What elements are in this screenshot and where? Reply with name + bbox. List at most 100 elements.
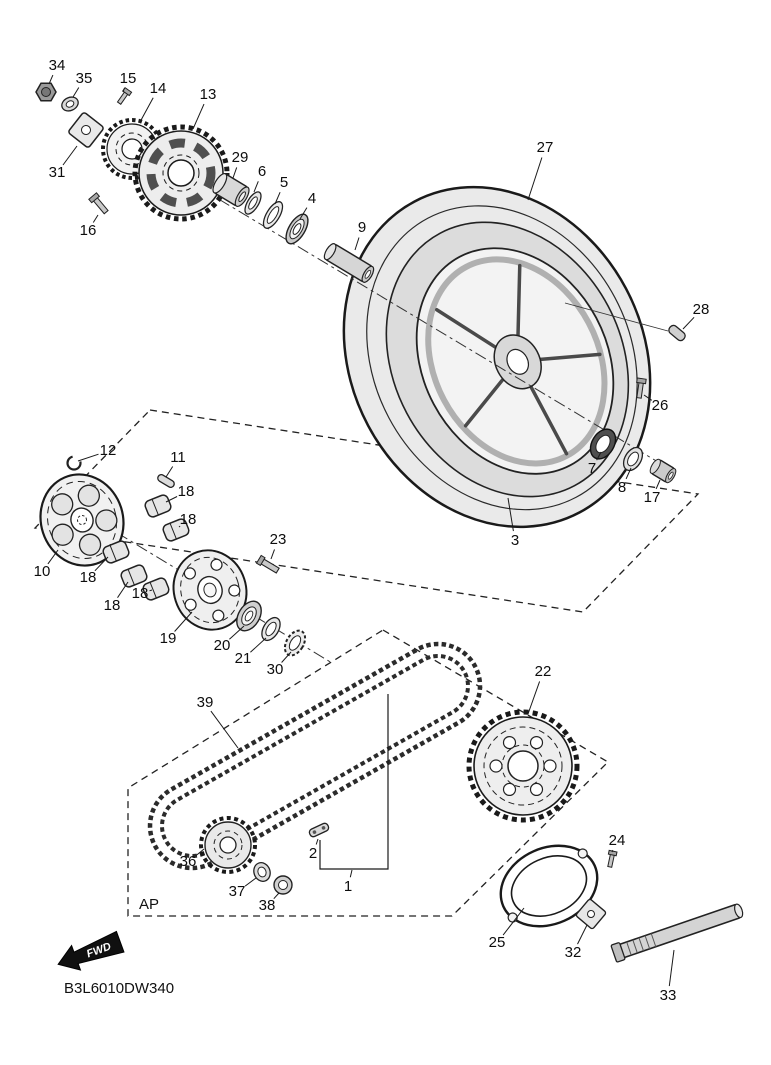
leader-line-17 bbox=[655, 479, 661, 490]
leader-line-29 bbox=[232, 167, 238, 179]
part-label-22: 22 bbox=[527, 663, 552, 715]
part-number-text: 25 bbox=[489, 934, 506, 951]
part-number-text: 12 bbox=[100, 442, 117, 459]
part-number-text: 14 bbox=[150, 80, 167, 97]
part-12-clip bbox=[66, 455, 82, 471]
part-number-text: 7 bbox=[588, 460, 596, 477]
leader-line-8 bbox=[625, 467, 632, 480]
part-8-seal bbox=[622, 446, 644, 472]
part-16-bolt bbox=[88, 192, 109, 215]
part-label-2: 2 bbox=[309, 838, 319, 862]
part-10-cush-drive-hub bbox=[39, 473, 125, 567]
part-23-bolt bbox=[255, 554, 280, 574]
part-number-text: 13 bbox=[200, 86, 217, 103]
part-number-text: 30 bbox=[267, 661, 284, 678]
leader-line-20 bbox=[229, 625, 245, 640]
fwd-arrow: FWD bbox=[57, 930, 125, 971]
leader-line-27 bbox=[527, 157, 543, 201]
part-21-seal bbox=[261, 616, 281, 642]
part-26-bolt bbox=[636, 377, 647, 399]
part-17-collar bbox=[649, 458, 677, 484]
leader-line-12 bbox=[77, 453, 99, 462]
part-number-text: 36 bbox=[180, 853, 197, 870]
part-label-11: 11 bbox=[165, 449, 186, 478]
part-number-text: 37 bbox=[229, 883, 246, 900]
part-31-plate bbox=[68, 112, 104, 148]
part-number-text: 24 bbox=[609, 832, 626, 849]
part-number-text: 27 bbox=[537, 139, 554, 156]
part-label-5: 5 bbox=[274, 174, 288, 205]
part-3-wheel bbox=[415, 247, 615, 475]
part-label-36: 36 bbox=[180, 848, 205, 870]
part-number-text: 18 bbox=[178, 483, 195, 500]
part-label-31: 31 bbox=[49, 145, 78, 181]
part-number-text: 31 bbox=[49, 164, 66, 181]
leader-line-37 bbox=[244, 877, 257, 887]
leader-line-34 bbox=[48, 74, 54, 85]
leader-line-30 bbox=[281, 651, 292, 663]
part-number-text: 22 bbox=[535, 663, 552, 680]
leader-line-21 bbox=[250, 637, 267, 653]
leader-line-39 bbox=[210, 710, 239, 749]
part-number-text: 28 bbox=[693, 301, 710, 318]
part-18-damper bbox=[120, 564, 148, 588]
part-number-text: 8 bbox=[618, 479, 626, 496]
part-35-washer bbox=[61, 96, 79, 112]
leader-line-22 bbox=[527, 681, 541, 715]
leader-line-3 bbox=[507, 497, 514, 532]
leader-line-18 bbox=[94, 556, 109, 572]
leader-line-5 bbox=[274, 192, 281, 205]
part-label-20: 20 bbox=[214, 625, 245, 654]
part-number-text: 21 bbox=[235, 650, 252, 667]
part-18-damper bbox=[144, 494, 172, 518]
part-number-text: 15 bbox=[120, 70, 137, 87]
leader-line-15 bbox=[122, 88, 125, 93]
part-label-13: 13 bbox=[192, 86, 217, 130]
part-4-bearing bbox=[285, 213, 309, 245]
part-6-washer bbox=[244, 191, 262, 215]
part-28-reference-line bbox=[564, 302, 669, 332]
part-label-9: 9 bbox=[354, 219, 366, 251]
part-29-collar bbox=[212, 172, 250, 208]
part-label-10: 10 bbox=[34, 549, 59, 580]
part-label-37: 37 bbox=[229, 877, 257, 900]
part-number-text: 34 bbox=[49, 57, 66, 74]
leader-line-11 bbox=[165, 466, 174, 478]
part-number-text: 33 bbox=[660, 987, 677, 1004]
leader-line-38 bbox=[273, 892, 280, 900]
part-label-18: 18 bbox=[104, 581, 129, 614]
part-7-bearing bbox=[589, 428, 617, 460]
leader-line-7 bbox=[596, 451, 602, 461]
part-34-nut bbox=[35, 82, 57, 102]
part-number-text: 18 bbox=[80, 569, 97, 586]
fwd-arrow-icon bbox=[57, 930, 125, 971]
part-13-sprocket bbox=[132, 124, 230, 222]
rear-wheel-assembly bbox=[342, 185, 652, 529]
part-number-text: 38 bbox=[259, 897, 276, 914]
leader-line-9 bbox=[354, 237, 360, 251]
part-20-bearing bbox=[236, 600, 262, 632]
axle-centerline bbox=[139, 151, 669, 469]
leader-line-16 bbox=[92, 214, 99, 223]
part-1-bracket bbox=[319, 694, 389, 870]
part-number-text: 4 bbox=[308, 190, 316, 207]
leader-line-33 bbox=[668, 949, 675, 987]
part-38-nut bbox=[273, 875, 293, 895]
part-label-26: 26 bbox=[643, 394, 668, 414]
part-label-35: 35 bbox=[72, 70, 92, 98]
part-label-25: 25 bbox=[489, 907, 525, 951]
part-2-chain-joint bbox=[308, 822, 330, 838]
part-number-text: 11 bbox=[170, 449, 186, 466]
part-label-34: 34 bbox=[48, 57, 66, 85]
part-22-rear-sprocket bbox=[466, 709, 580, 823]
part-24-bolt bbox=[607, 849, 618, 868]
leader-line-24 bbox=[611, 849, 614, 853]
leader-line-28 bbox=[682, 316, 695, 330]
part-number-text: 20 bbox=[214, 637, 231, 654]
leader-line-18 bbox=[149, 589, 153, 592]
part-number-text: 16 bbox=[80, 222, 97, 239]
part-label-19: 19 bbox=[160, 611, 193, 647]
part-number-text: 18 bbox=[180, 511, 197, 528]
